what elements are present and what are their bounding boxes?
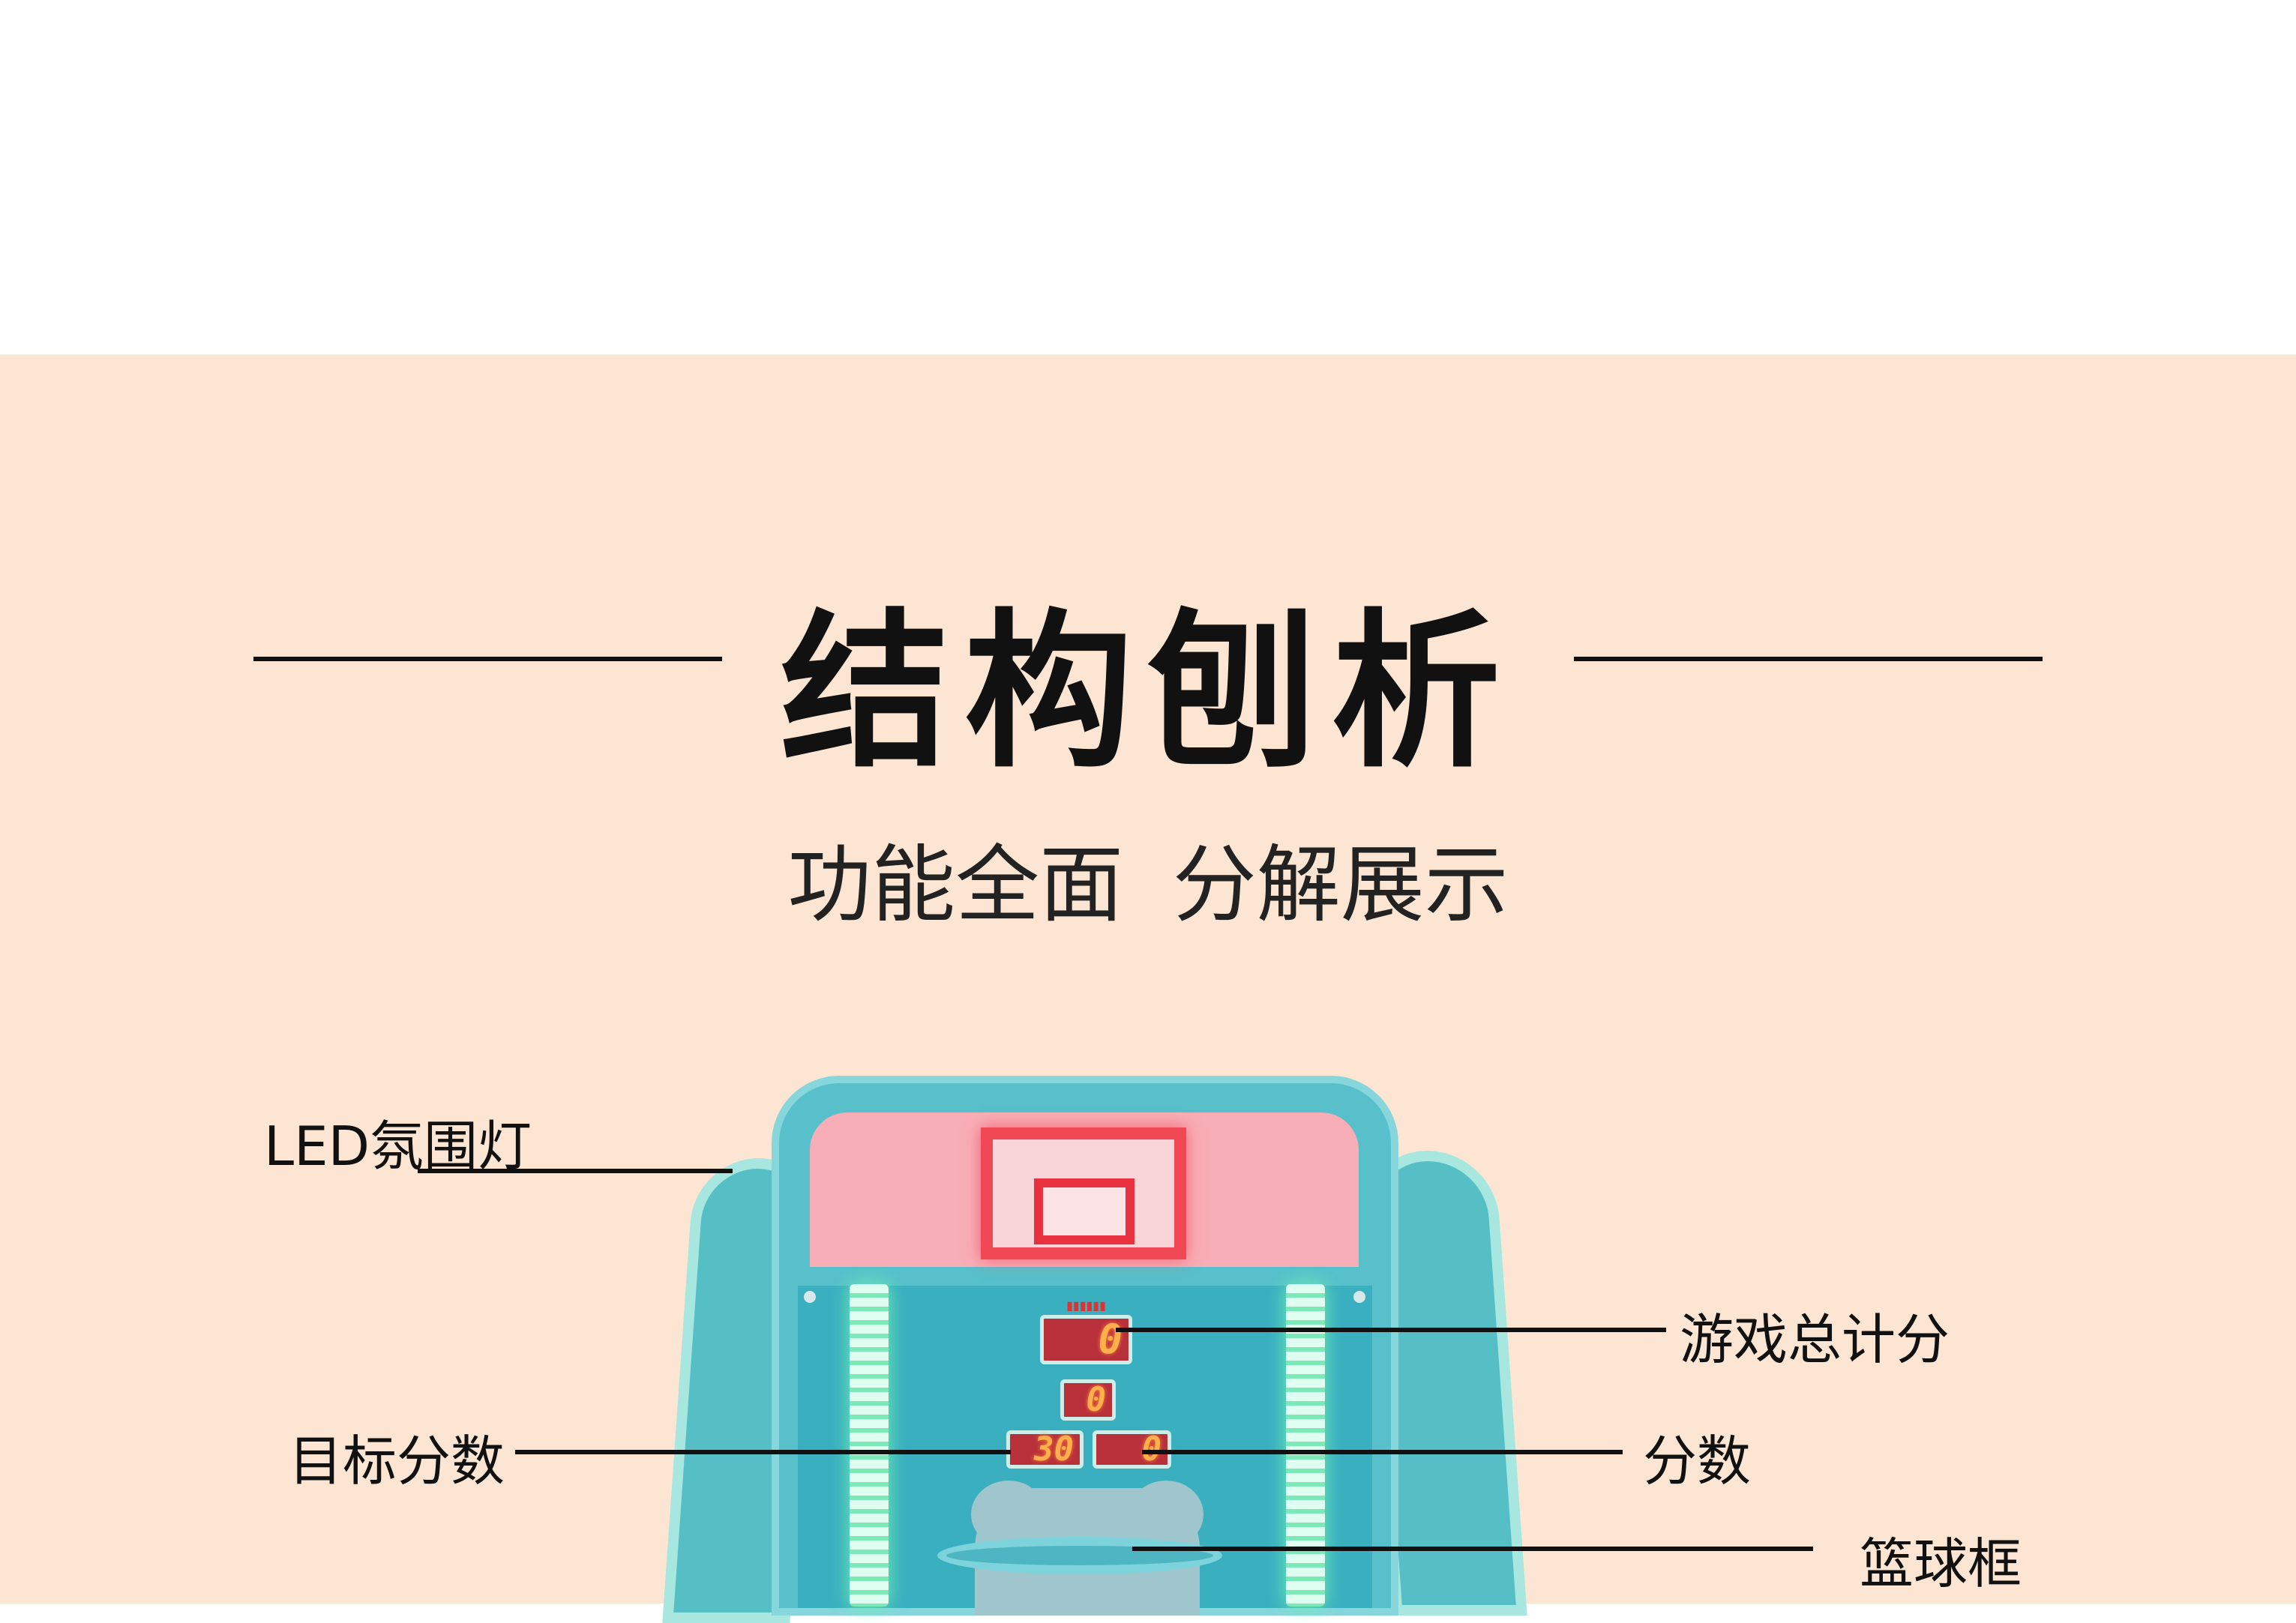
- bolt: [1353, 1291, 1365, 1303]
- target-score-display: 30: [1006, 1430, 1084, 1469]
- led-strip-left: [850, 1284, 889, 1607]
- callout-score: 分数: [1643, 1430, 1752, 1493]
- leader-line-score: [1142, 1450, 1623, 1454]
- leader-line-target-score: [515, 1450, 1011, 1454]
- leader-line-led: [418, 1169, 733, 1173]
- page-subtitle: 功能全面 分解展示: [787, 837, 1509, 934]
- score-display: 0: [1093, 1430, 1171, 1469]
- backboard-target-square: [1034, 1178, 1135, 1244]
- leader-line-hoop: [1132, 1547, 1813, 1551]
- leader-line-total-score: [1116, 1328, 1666, 1332]
- callout-target-score: 目标分数: [289, 1430, 505, 1493]
- led-strip-right: [1286, 1284, 1325, 1607]
- title-left-rule: [253, 657, 722, 661]
- total-score-display: 0: [1040, 1315, 1132, 1364]
- callout-hoop: 篮球框: [1860, 1532, 2022, 1595]
- callout-led-light: LED氛围灯: [264, 1115, 532, 1178]
- target-display: 0: [1060, 1379, 1116, 1421]
- page-title: 结构刨析: [781, 594, 1515, 791]
- callout-total-score: 游戏总计分: [1680, 1308, 1950, 1371]
- total-score-label: ▮▮▮▮▮▮: [1066, 1298, 1106, 1313]
- basketball-hoop: [937, 1537, 1222, 1574]
- title-right-rule: [1574, 657, 2043, 661]
- bolt: [804, 1291, 816, 1303]
